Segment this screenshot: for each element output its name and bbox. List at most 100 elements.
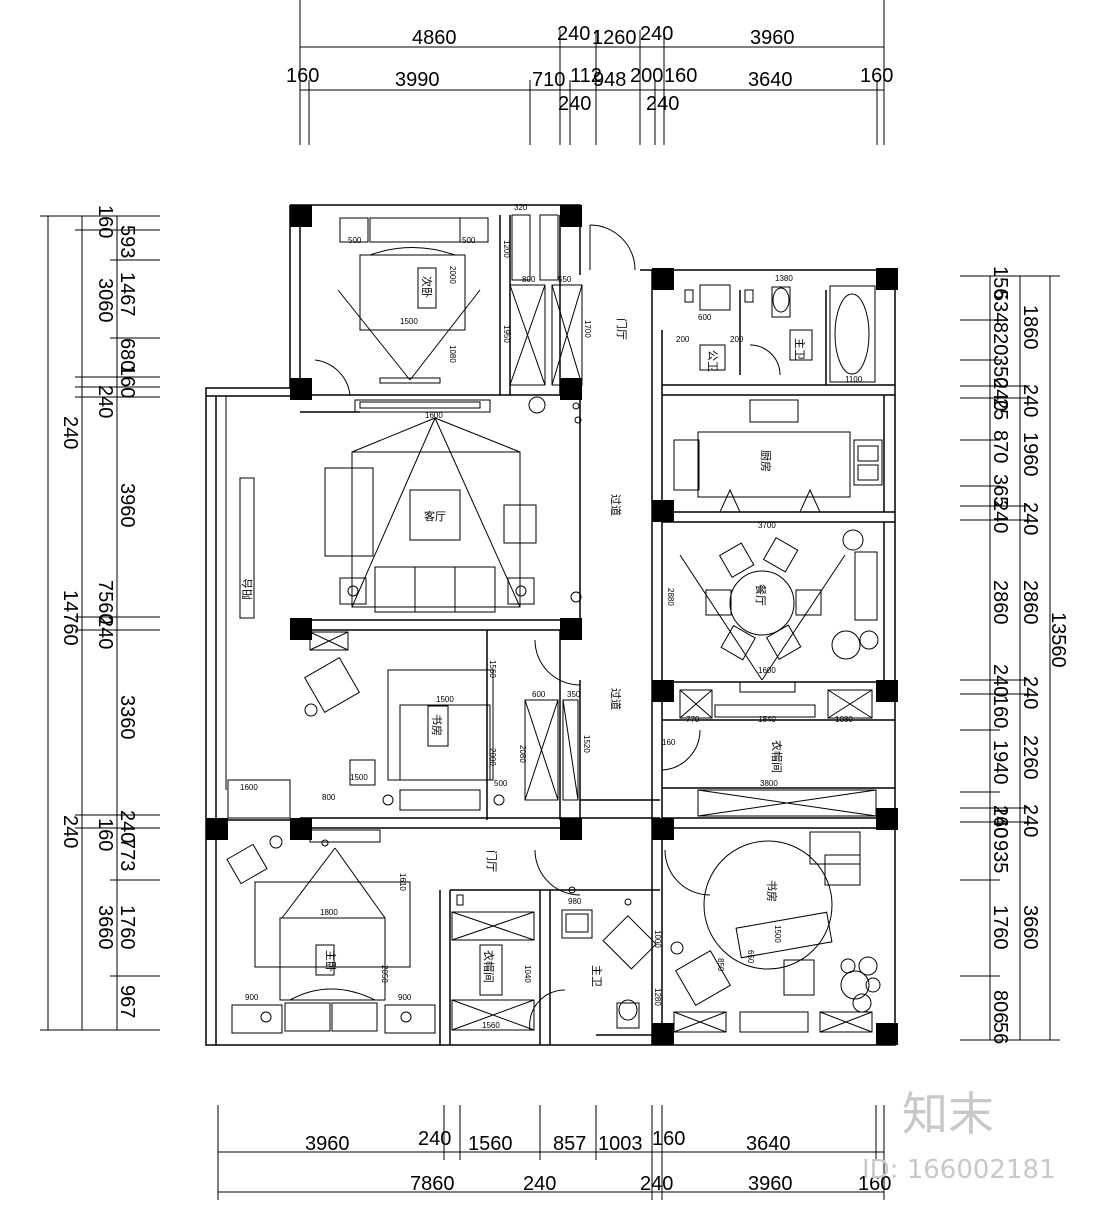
dim-left-240b: 240	[59, 815, 81, 848]
dim-left-240d: 240	[94, 616, 116, 649]
lbl-800b: 800	[322, 793, 336, 802]
dim-bottom-1003: 1003	[598, 1133, 643, 1155]
dim-bottom-240a: 240	[418, 1128, 451, 1150]
lbl-1560b: 1560	[482, 1021, 500, 1030]
room-label-dining: 餐厅	[754, 584, 768, 606]
lbl-1840: 1840	[758, 715, 776, 724]
dim-right-25: 25	[989, 398, 1011, 420]
lbl-350: 350	[567, 690, 581, 699]
room-label-study: 书房	[430, 714, 443, 736]
lbl-3700: 3700	[758, 521, 776, 530]
dim-right-806: 806	[989, 990, 1011, 1023]
dim-right-1760: 1760	[989, 905, 1011, 950]
dim-left-1467: 1467	[116, 272, 138, 317]
dim-right-3660: 3660	[1019, 905, 1041, 950]
lbl-1800: 1800	[320, 908, 338, 917]
dim-left-1760: 1760	[116, 905, 138, 950]
dim-bottom-160a: 160	[652, 1128, 685, 1150]
dim-top2-160a: 160	[286, 65, 319, 87]
dim-right-240f: 240	[989, 500, 1011, 533]
walkin-closet	[451, 894, 566, 1031]
dim-right-2860a: 2860	[1019, 580, 1041, 625]
dim-right-1960: 1960	[1019, 432, 1041, 477]
dim-right-240c: 240	[1019, 676, 1041, 709]
dim-right-56: 56	[989, 1022, 1011, 1044]
dim-left-3060: 3060	[94, 278, 116, 323]
dim-top-4860: 4860	[412, 27, 457, 49]
lbl-1030: 1030	[835, 715, 853, 724]
top-dimension-lines	[299, 0, 885, 145]
bedroom-top	[337, 214, 583, 386]
dim-left-3960: 3960	[116, 483, 138, 528]
lbl-1080: 1080	[448, 345, 457, 363]
dim-bottom-3960b: 3960	[748, 1173, 793, 1195]
dim-left-3360: 3360	[116, 695, 138, 740]
study	[303, 631, 581, 811]
lbl-160: 160	[662, 738, 676, 747]
room-label-study2: 书房	[765, 880, 778, 902]
lbl-1700: 1700	[583, 320, 592, 338]
dim-right-2260: 2260	[1019, 735, 1041, 780]
dim-left-160c: 160	[116, 365, 138, 398]
lbl-500b: 500	[462, 236, 476, 245]
room-label-kitchen: 厨房	[759, 450, 772, 472]
dim-right-13560: 13560	[1047, 612, 1069, 668]
door-top-entrance	[314, 224, 636, 396]
room-label-entrance: 门厅	[615, 318, 629, 340]
lbl-980: 980	[568, 897, 582, 906]
dim-bottom-160b: 160	[858, 1173, 891, 1195]
lbl-1600b: 1600	[758, 666, 776, 675]
lbl-600: 600	[698, 313, 712, 322]
dim-left-14760: 14760	[59, 590, 81, 646]
lbl-1610: 1610	[398, 873, 407, 891]
dim-top2-948: 948	[593, 69, 626, 91]
dim-left-160a: 160	[94, 205, 116, 238]
columns	[206, 205, 898, 1045]
kitchen	[673, 399, 883, 513]
bottom-dimension-lines	[217, 1105, 885, 1200]
balcony	[225, 396, 291, 819]
dim-right-350: 350	[989, 355, 1011, 388]
dim-right-365: 365	[989, 474, 1011, 507]
dim-right-2860b: 2860	[989, 580, 1011, 625]
dim-left-967: 967	[116, 985, 138, 1018]
dim-top2-160c: 160	[860, 65, 893, 87]
dim-bottom-240b: 240	[523, 1173, 556, 1195]
dim-right-820: 820	[989, 322, 1011, 355]
dim-right-240e: 240	[989, 378, 1011, 411]
dim-top-1260: 1260	[592, 27, 637, 49]
room-label-entrance-lower: 门厅	[485, 850, 499, 872]
lbl-800a: 800	[522, 275, 536, 284]
lbl-2080: 2080	[518, 745, 527, 763]
lbl-1380: 1380	[775, 274, 793, 283]
walls	[205, 204, 896, 1046]
room-label-living: 客厅	[424, 509, 446, 523]
dim-top2-200: 200	[630, 65, 663, 87]
dim-top3-240b: 240	[646, 93, 679, 115]
dim-left-240e: 240	[116, 810, 138, 843]
room-label-bedroom-top: 次卧	[420, 276, 434, 298]
lbl-200b: 200	[730, 335, 744, 344]
lbl-900b: 900	[398, 993, 412, 1002]
dim-bottom-857: 857	[553, 1133, 586, 1155]
lbl-550a: 550	[558, 275, 572, 284]
dim-right-935: 935	[989, 840, 1011, 873]
room-label-balcony: 阳台	[240, 578, 254, 600]
dim-bottom-3960a: 3960	[305, 1133, 350, 1155]
room-label-walkin-closet: 衣帽间	[482, 950, 496, 983]
master-bedroom	[226, 829, 711, 1034]
dim-right-1940: 1940	[989, 740, 1011, 785]
dim-right-240g: 240	[989, 664, 1011, 697]
lbl-3800: 3800	[760, 779, 778, 788]
dim-right-160b: 160	[989, 805, 1011, 838]
dim-top2-3990: 3990	[395, 69, 440, 91]
dim-right-240b: 240	[1019, 502, 1041, 535]
dim-top2-112: 112	[570, 65, 602, 87]
dim-top-240a: 240	[557, 23, 590, 45]
dim-left-7560: 7560	[94, 580, 116, 625]
lbl-1950: 1950	[502, 325, 511, 343]
lbl-2000b: 2000	[488, 748, 497, 766]
room-label-master-bath-top: 主卫	[793, 338, 806, 360]
lbl-1500a: 1500	[400, 317, 418, 326]
room-label-corridor-upper: 过道	[609, 494, 623, 516]
